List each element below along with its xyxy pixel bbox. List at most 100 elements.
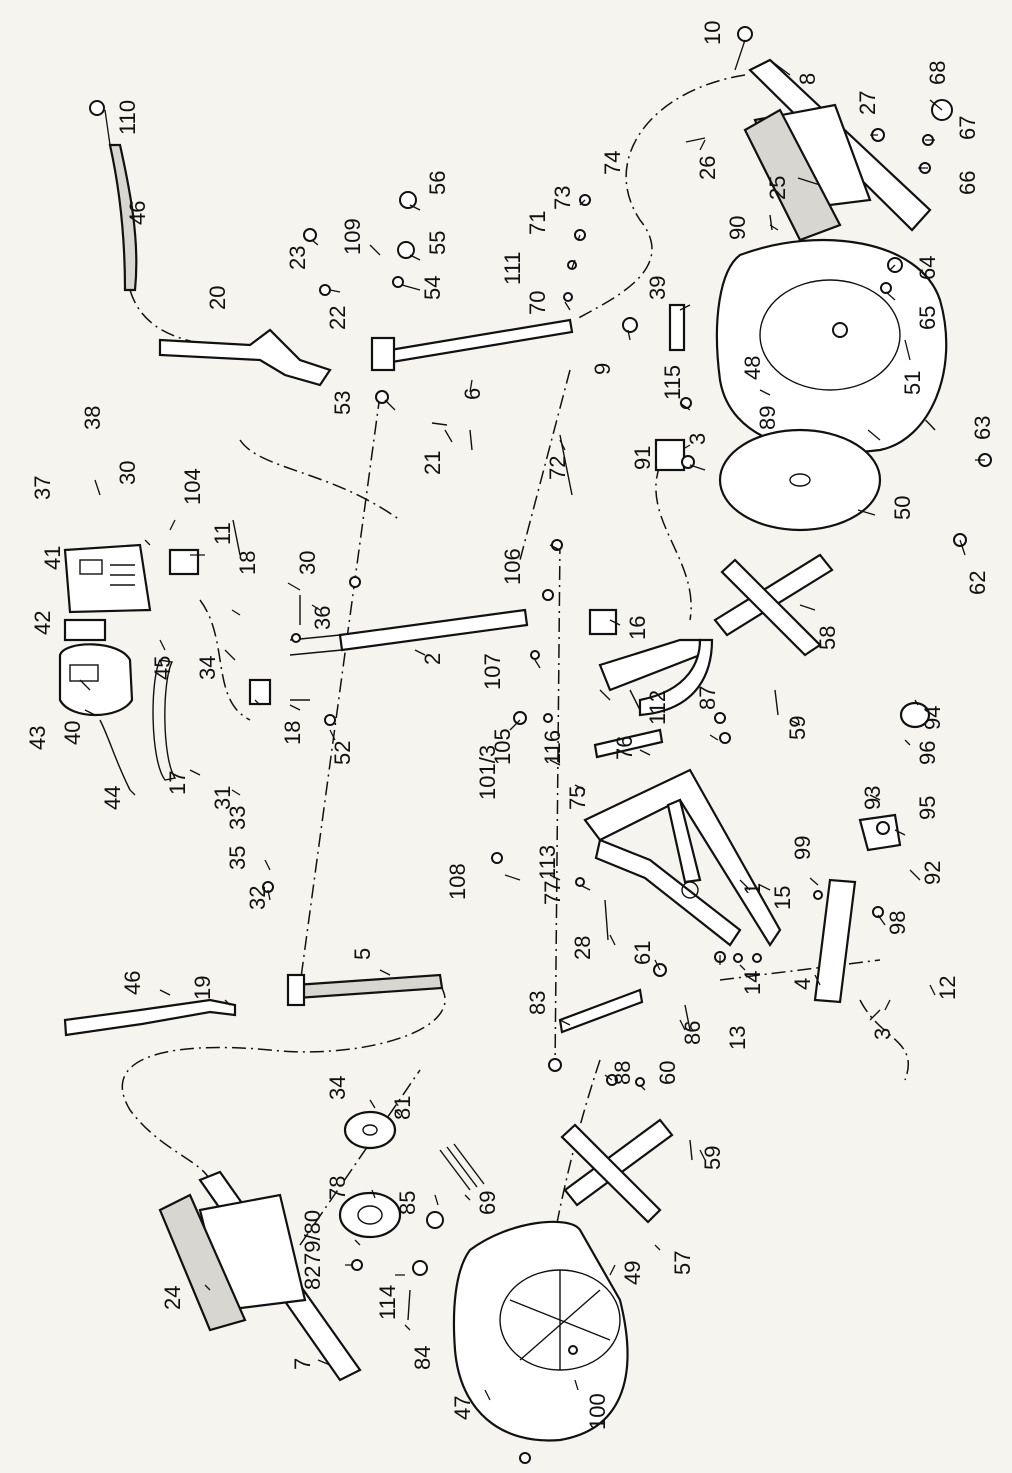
label-88: 88 (610, 1061, 635, 1085)
label-49: 49 (620, 1261, 645, 1285)
label-78: 78 (325, 1176, 350, 1200)
label-56: 56 (425, 171, 450, 195)
label-66: 66 (955, 171, 980, 195)
label-98: 98 (885, 911, 910, 935)
label-5: 5 (350, 948, 375, 960)
label-51: 51 (900, 371, 925, 395)
label-32: 32 (245, 886, 270, 910)
label-26: 26 (695, 156, 720, 180)
part-labels: 10 8 68 27 67 26 66 25 110 56 74 73 109 … (25, 21, 995, 1430)
bracket-75 (593, 728, 664, 759)
label-16: 16 (625, 616, 650, 640)
console-body (58, 643, 134, 717)
label-70: 70 (525, 291, 550, 315)
wire-44 (99, 719, 131, 791)
column-curve (638, 638, 714, 717)
label-30-top: 30 (115, 461, 140, 485)
label-101-3: 101/3 (475, 745, 500, 800)
front-tube (813, 878, 857, 1004)
label-12: 12 (935, 976, 960, 1000)
label-65: 65 (915, 306, 940, 330)
label-60: 60 (655, 1061, 680, 1085)
label-55: 55 (425, 231, 450, 255)
label-100: 100 (585, 1393, 610, 1430)
label-99: 99 (790, 836, 815, 860)
label-50: 50 (890, 496, 915, 520)
label-115: 115 (660, 365, 685, 400)
pedal-shroud-right (743, 108, 842, 242)
label-111: 111 (500, 252, 525, 285)
label-59-top: 59 (785, 716, 810, 740)
pulley-78 (338, 1191, 402, 1239)
label-23: 23 (285, 246, 310, 270)
label-112: 112 (645, 690, 670, 725)
label-48: 48 (740, 356, 765, 380)
label-53: 53 (330, 391, 355, 415)
parts (58, 58, 948, 1442)
handle-grip-top (108, 143, 138, 292)
pulley-81 (343, 1110, 397, 1150)
label-57: 57 (670, 1251, 695, 1275)
label-41: 41 (40, 546, 65, 570)
handle-grip-lower (63, 998, 237, 1037)
sleeve-91 (654, 438, 686, 472)
label-25: 25 (765, 176, 790, 200)
label-20: 20 (205, 286, 230, 310)
label-24: 24 (160, 1286, 185, 1310)
flywheel-hub-51 (832, 322, 848, 338)
label-84: 84 (410, 1346, 435, 1370)
label-81: 81 (390, 1096, 415, 1120)
label-63: 63 (970, 416, 995, 440)
label-52: 52 (330, 741, 355, 765)
spring-69 (439, 1143, 485, 1191)
label-91: 91 (630, 446, 655, 470)
label-73: 73 (550, 186, 575, 210)
label-77: 77 (540, 881, 565, 905)
label-3-top: 3 (685, 433, 710, 445)
label-11: 11 (210, 522, 235, 545)
label-72: 72 (545, 456, 570, 480)
flywheel-cover-right (715, 238, 948, 454)
label-64: 64 (915, 256, 940, 280)
label-6: 6 (460, 388, 485, 400)
upright-bar-6 (388, 318, 574, 364)
label-22: 22 (325, 306, 350, 330)
label-89: 89 (755, 406, 780, 430)
label-116: 116 (540, 730, 565, 765)
label-75: 75 (565, 786, 590, 810)
label-28: 28 (570, 936, 595, 960)
handlebar-top (158, 328, 332, 387)
label-85: 85 (395, 1191, 420, 1215)
label-4: 4 (790, 978, 815, 990)
label-114: 114 (375, 1285, 400, 1320)
label-69: 69 (475, 1191, 500, 1215)
label-8: 8 (795, 73, 820, 85)
label-37: 37 (30, 476, 55, 500)
label-113: 113 (535, 845, 560, 880)
label-110: 110 (115, 100, 140, 135)
label-59-bot: 59 (700, 1146, 725, 1170)
label-15: 15 (770, 886, 795, 910)
label-34-top: 34 (195, 656, 220, 680)
label-108: 108 (445, 863, 470, 900)
label-79-80: 79/80 (300, 1210, 325, 1265)
label-67: 67 (955, 116, 980, 140)
label-47: 47 (450, 1396, 475, 1420)
label-107: 107 (480, 653, 505, 690)
label-3-bot: 3 (870, 1028, 895, 1040)
stabiliser-left (563, 1118, 674, 1207)
label-90: 90 (725, 216, 750, 240)
label-93: 93 (860, 786, 885, 810)
flywheel-disc (718, 428, 882, 532)
label-105: 105 (490, 728, 515, 765)
label-18-top: 18 (235, 551, 260, 575)
label-44: 44 (100, 786, 125, 810)
leader-lines (79, 39, 985, 1401)
label-21: 21 (420, 451, 445, 475)
label-54: 54 (420, 276, 445, 300)
label-82: 82 (300, 1266, 325, 1290)
label-30-mid: 30 (295, 551, 320, 575)
label-45: 45 (150, 656, 175, 680)
flywheel-cover-left (452, 1220, 629, 1442)
label-13: 13 (725, 1026, 750, 1050)
